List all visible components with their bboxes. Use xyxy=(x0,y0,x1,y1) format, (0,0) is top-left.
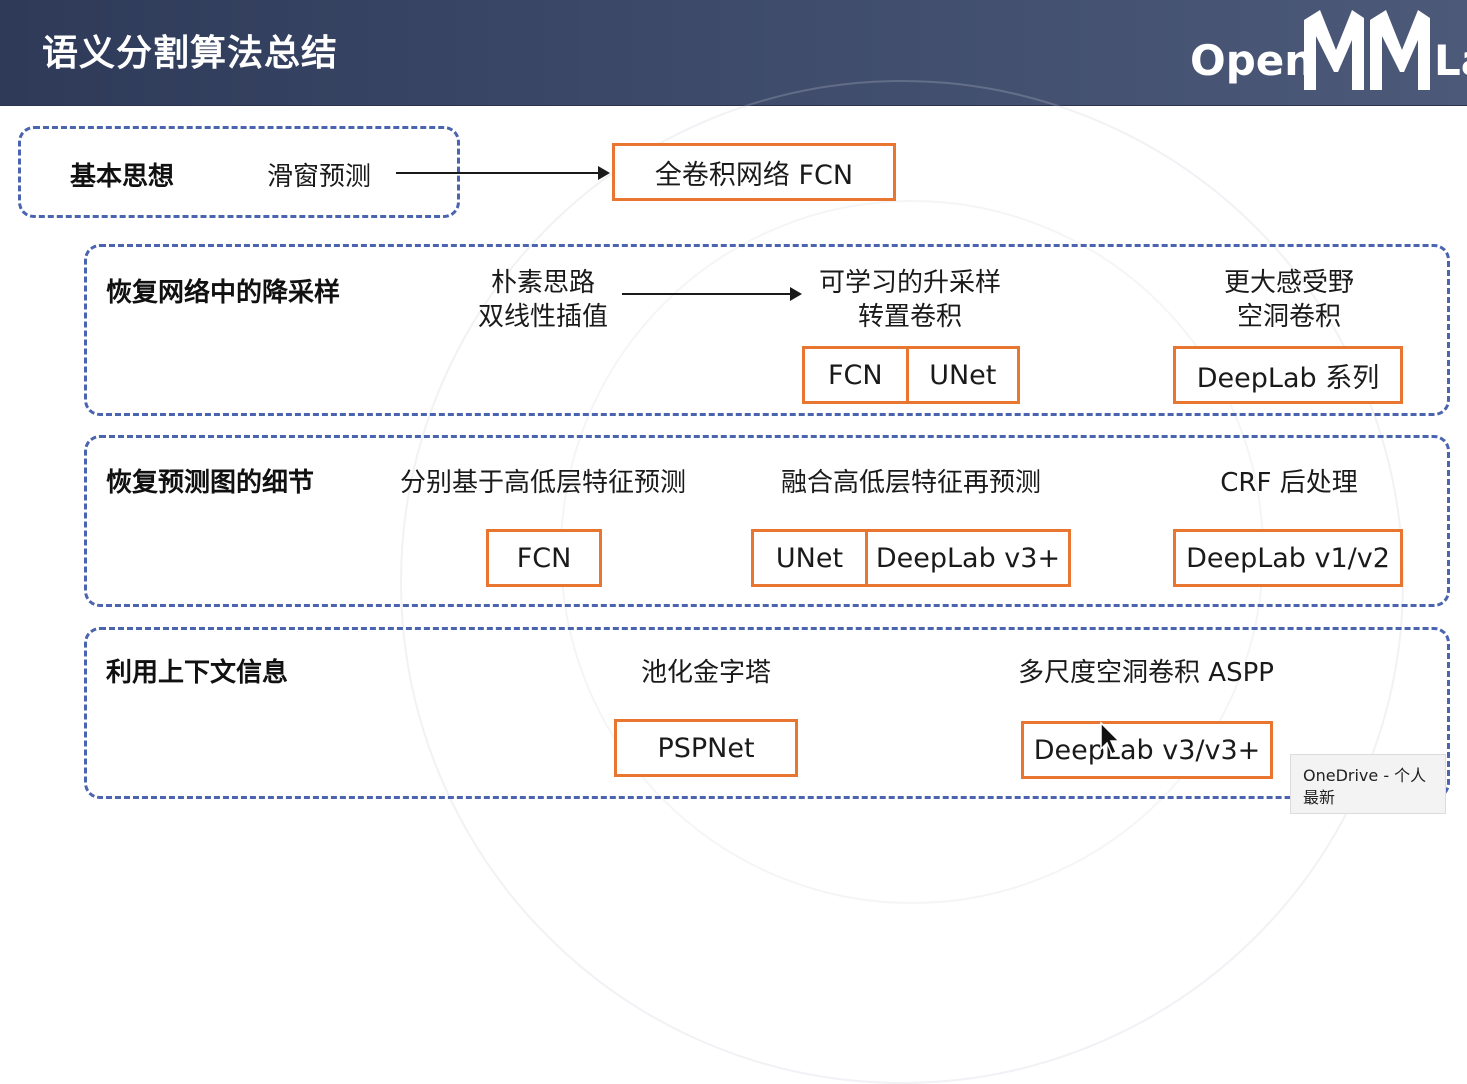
detail-unet-cell: UNet xyxy=(775,542,844,574)
slide-title: 语义分割算法总结 xyxy=(42,33,339,74)
receptive-label-2: 空洞卷积 xyxy=(1236,302,1341,332)
arrow-to-fcn xyxy=(396,166,610,180)
deeplab-v3-label: DeepLab v3/v3+ xyxy=(1033,734,1261,766)
pspnet-label: PSPNet xyxy=(657,732,755,764)
logo-lab-text: La xyxy=(1434,36,1467,85)
aspp-label: 多尺度空洞卷积 ASPP xyxy=(1018,658,1274,688)
context-group xyxy=(84,627,1450,799)
context-title: 利用上下文信息 xyxy=(106,658,289,688)
logo-mm-mark xyxy=(1304,10,1430,90)
unet-deeplab-v3p-box: UNet DeepLab v3+ xyxy=(751,529,1071,587)
onedrive-toast-line1: OneDrive - 个人 xyxy=(1303,766,1427,785)
slide-header: 语义分割算法总结 Open La xyxy=(0,0,1467,106)
fcn-unet-box: FCN UNet xyxy=(802,346,1020,404)
deeplab-v3p-cell: DeepLab v3+ xyxy=(864,532,1068,584)
naive-label-1: 朴素思路 xyxy=(490,268,595,298)
basic-idea-title: 基本思想 xyxy=(70,162,175,192)
mouse-cursor-icon xyxy=(1100,722,1121,756)
deeplab-v1v2-label: DeepLab v1/v2 xyxy=(1186,542,1390,574)
upsample-title: 恢复网络中的降采样 xyxy=(106,278,341,308)
deeplab-v3-box: DeepLab v3/v3+ xyxy=(1021,721,1273,779)
deeplab-series-label: DeepLab 系列 xyxy=(1196,362,1380,394)
receptive-label-1: 更大感受野 xyxy=(1223,268,1354,298)
detail-group xyxy=(84,435,1450,607)
fcn-box: 全卷积网络 FCN xyxy=(612,143,896,201)
crf-label: CRF 后处理 xyxy=(1220,468,1358,498)
separate-prediction-label: 分别基于高低层特征预测 xyxy=(399,468,686,498)
onedrive-toast[interactable]: OneDrive - 个人 最新 xyxy=(1290,754,1446,814)
upsample-group xyxy=(84,244,1450,416)
pyramid-pooling-label: 池化金字塔 xyxy=(640,658,771,688)
unet-cell: UNet xyxy=(905,349,1017,401)
deeplab-series-box: DeepLab 系列 xyxy=(1173,346,1403,404)
learnable-label-2: 转置卷积 xyxy=(857,302,962,332)
fused-prediction-label: 融合高低层特征再预测 xyxy=(780,468,1041,498)
fcn-cell: FCN xyxy=(827,359,883,391)
learnable-label-1: 可学习的升采样 xyxy=(818,268,1001,298)
deeplab-v1v2-box: DeepLab v1/v2 xyxy=(1173,529,1403,587)
onedrive-toast-line2: 最新 xyxy=(1303,788,1336,807)
sliding-window-label: 滑窗预测 xyxy=(267,162,372,192)
detail-fcn-box: FCN xyxy=(486,529,602,587)
fcn-box-label: 全卷积网络 FCN xyxy=(654,159,854,191)
naive-label-2: 双线性插值 xyxy=(477,302,608,332)
arrow-to-learnable xyxy=(622,287,802,301)
detail-title: 恢复预测图的细节 xyxy=(106,468,315,498)
pspnet-box: PSPNet xyxy=(614,719,798,777)
detail-fcn-label: FCN xyxy=(516,542,572,574)
logo-open-text: Open xyxy=(1190,36,1315,85)
